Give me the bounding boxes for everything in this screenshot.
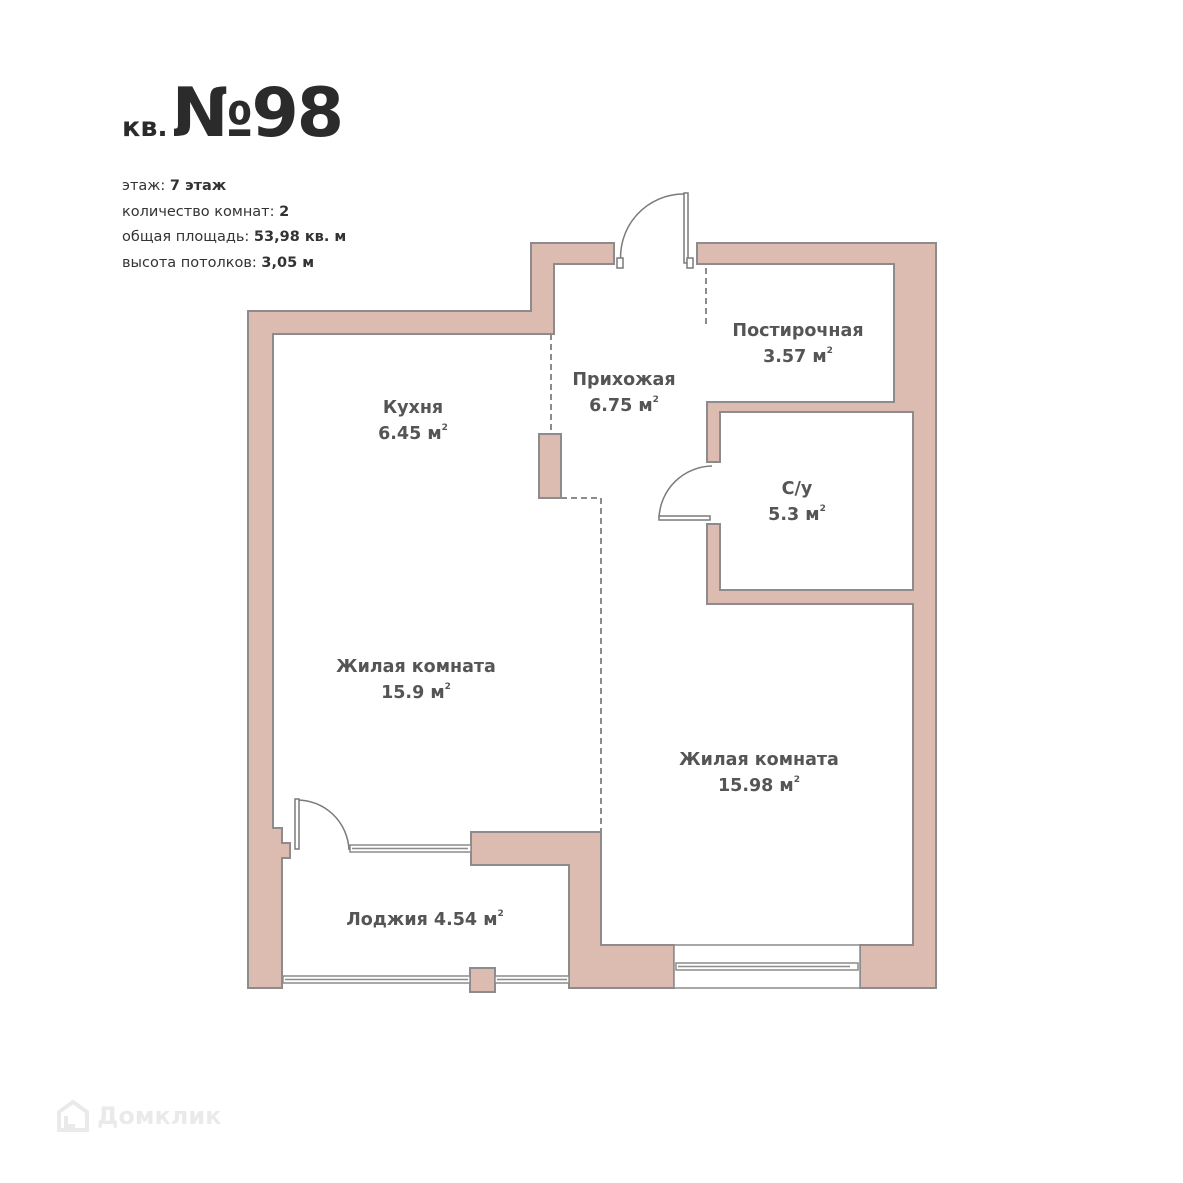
spec-label: этаж: xyxy=(122,178,170,194)
bathroom-door-swing xyxy=(658,465,713,519)
room-name: Постирочная xyxy=(732,321,864,341)
room-living-2: Жилая комната 15.98 м2 xyxy=(679,749,839,797)
spec-rooms: количество комнат: 2 xyxy=(122,200,346,226)
spec-value: 53,98 кв. м xyxy=(253,229,347,245)
loggia-door-swing xyxy=(296,799,350,851)
entrance-door-swing xyxy=(619,193,685,265)
unit-superscript: 2 xyxy=(826,346,833,356)
room-area: 6.45 м xyxy=(378,423,442,444)
room-name: Прихожая xyxy=(572,370,676,390)
spec-total-area: общая площадь: 53,98 кв. м xyxy=(122,225,346,251)
room-area: 6.75 м xyxy=(589,395,653,416)
unit-superscript: 2 xyxy=(497,909,504,919)
unit-superscript: 2 xyxy=(819,504,826,514)
spec-value: 7 этаж xyxy=(169,178,227,194)
spec-floor: этаж: 7 этаж xyxy=(122,174,346,200)
house-logo-icon xyxy=(57,1099,89,1132)
unit-superscript: 2 xyxy=(444,682,451,692)
watermark: Домклик xyxy=(55,1098,221,1134)
loggia-pillar xyxy=(469,967,496,993)
room-name: Жилая комната xyxy=(679,750,839,770)
zone-dividers xyxy=(550,268,707,832)
watermark-text: Домклик xyxy=(97,1102,222,1130)
apartment-title: кв. №98 xyxy=(122,74,344,153)
unit-superscript: 2 xyxy=(793,775,801,785)
room-loggia: Лоджия 4.54 м2 xyxy=(346,905,504,931)
spec-label: высота потолков: xyxy=(122,254,262,271)
apartment-prefix: кв. xyxy=(122,112,168,143)
unit-superscript: 2 xyxy=(652,395,659,405)
room-name: Кухня xyxy=(382,398,444,418)
room-area: 15.98 м xyxy=(717,775,794,796)
room-area: 5.3 м xyxy=(768,504,820,525)
apartment-specs: этаж: 7 этаж количество комнат: 2 общая … xyxy=(122,174,346,276)
room-area: 15.9 м xyxy=(381,682,445,703)
room-name: Лоджия 4.54 м xyxy=(346,909,498,930)
room-kitchen: Кухня 6.45 м2 xyxy=(378,397,448,445)
pillar xyxy=(538,433,562,499)
spec-value: 2 xyxy=(279,203,290,220)
room-living-1: Жилая комната 15.9 м2 xyxy=(336,656,496,704)
apartment-number: №98 xyxy=(171,74,344,153)
room-bathroom: С/у 5.3 м2 xyxy=(768,478,826,526)
doors xyxy=(294,192,713,851)
spec-label: общая площадь: xyxy=(122,229,254,245)
wall-left-top xyxy=(247,242,615,989)
room-name: С/у xyxy=(781,479,813,499)
spec-value: 3,05 м xyxy=(261,254,315,271)
room-hallway: Прихожая 6.75 м2 xyxy=(572,369,675,417)
room-name: Жилая комната xyxy=(336,657,496,677)
spec-ceiling-height: высота потолков: 3,05 м xyxy=(122,251,346,277)
unit-superscript: 2 xyxy=(441,423,448,433)
room-area: 3.57 м xyxy=(763,346,827,367)
walls xyxy=(247,242,937,993)
windows xyxy=(282,844,861,989)
spec-label: количество комнат: xyxy=(122,203,280,220)
room-laundry: Постирочная 3.57 м2 xyxy=(732,320,863,368)
